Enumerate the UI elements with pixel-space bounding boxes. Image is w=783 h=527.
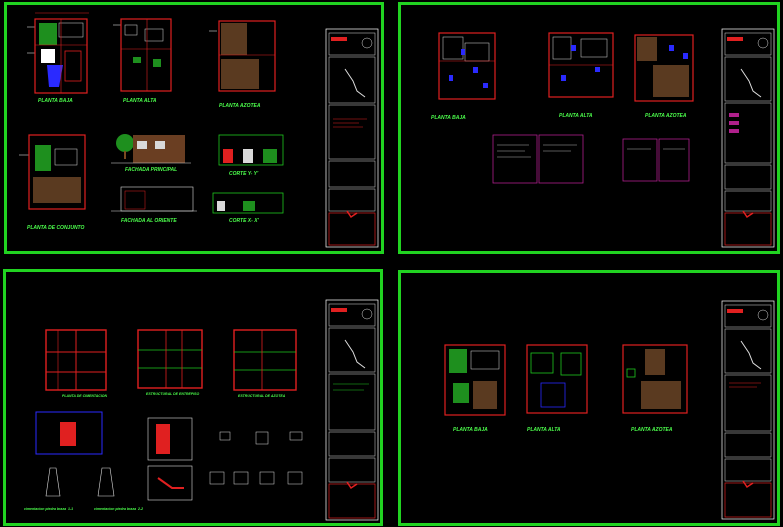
label-entrepiso: ESTRUCTURAL DE ENTREPISO xyxy=(146,392,199,396)
label-planta-alta: PLANTA ALTA xyxy=(559,113,593,119)
title-block xyxy=(325,299,379,521)
planta-baja-plan: PLANTA BAJA xyxy=(444,344,506,433)
sheet-3-drawing: PLANTA DE CIMENTACION ESTRUCTURAL DE ENT… xyxy=(24,299,379,521)
label-azotea: ESTRUCTURAL DE AZOTEA xyxy=(238,394,286,398)
drawing-sheet-structural[interactable]: PLANTA DE CIMENTACION ESTRUCTURAL DE ENT… xyxy=(3,269,383,526)
planta-alta-plan: PLANTA ALTA xyxy=(113,18,172,104)
sheet-2-drawing: PLANTA BAJA PLANTA ALTA PLANTA AZOTEA xyxy=(431,28,775,248)
fachada-oriente-elevation: FACHADA AL ORIENTE xyxy=(111,186,197,224)
title-block xyxy=(721,300,775,520)
planta-azotea-plan: PLANTA AZOTEA xyxy=(209,20,276,109)
drawing-sheet-architectural[interactable]: PLANTA BAJA PLANTA ALTA PLANTA AZOTEA PL… xyxy=(4,2,384,254)
fachada-principal-elevation: FACHADA PRINCIPAL xyxy=(111,134,191,173)
structural-details: cimentacion piedra braza 1-1 cimentacion… xyxy=(24,411,303,511)
planta-azotea-plan: PLANTA AZOTEA xyxy=(634,34,694,119)
planta-cimentacion-plan: PLANTA DE CIMENTACION xyxy=(45,329,108,398)
planta-alta-plan: PLANTA ALTA xyxy=(526,344,588,433)
planta-baja-plan: PLANTA BAJA xyxy=(27,12,89,104)
label-corte-y: CORTE Y- Y' xyxy=(229,171,259,177)
installation-notes xyxy=(492,134,690,184)
label-planta-azotea: PLANTA AZOTEA xyxy=(645,113,687,119)
title-block xyxy=(325,28,379,248)
drawing-sheet-installations[interactable]: PLANTA BAJA PLANTA ALTA PLANTA AZOTEA xyxy=(398,2,780,254)
label-detalle-1: cimentacion piedra braza xyxy=(24,507,66,511)
estructural-entrepiso-plan: ESTRUCTURAL DE ENTREPISO xyxy=(137,329,203,396)
label-fachada-principal: FACHADA PRINCIPAL xyxy=(125,167,177,173)
drawing-sheet-finishes[interactable]: PLANTA BAJA PLANTA ALTA PLANTA AZOTEA xyxy=(398,270,780,526)
label-detalle-2: cimentacion piedra braza xyxy=(94,507,136,511)
label-fachada-oriente: FACHADA AL ORIENTE xyxy=(121,218,177,224)
planta-azotea-plan: PLANTA AZOTEA xyxy=(622,344,688,433)
label-planta-conjunto: PLANTA DE CONJUNTO xyxy=(27,225,85,231)
label-cimentacion: PLANTA DE CIMENTACION xyxy=(62,394,108,398)
label-planta-baja: PLANTA BAJA xyxy=(431,115,466,121)
label-planta-baja: PLANTA BAJA xyxy=(38,98,73,104)
label-planta-alta: PLANTA ALTA xyxy=(123,98,157,104)
label-detalle-2-ref: 2-2 xyxy=(137,507,143,511)
label-corte-x: CORTE X- X' xyxy=(229,218,260,224)
planta-conjunto-plan: PLANTA DE CONJUNTO xyxy=(19,134,86,231)
label-planta-alta: PLANTA ALTA xyxy=(527,427,561,433)
planta-alta-plan: PLANTA ALTA xyxy=(548,32,614,119)
label-planta-baja: PLANTA BAJA xyxy=(453,427,488,433)
label-detalle-1-ref: 1-1 xyxy=(68,507,73,511)
corte-x-section: CORTE X- X' xyxy=(212,192,284,224)
label-planta-azotea: PLANTA AZOTEA xyxy=(219,103,261,109)
corte-y-section: CORTE Y- Y' xyxy=(218,134,284,177)
estructural-azotea-plan: ESTRUCTURAL DE AZOTEA xyxy=(233,329,297,398)
sheet-1-drawing: PLANTA BAJA PLANTA ALTA PLANTA AZOTEA PL… xyxy=(19,12,379,248)
sheet-4-drawing: PLANTA BAJA PLANTA ALTA PLANTA AZOTEA xyxy=(444,300,775,520)
title-block xyxy=(721,28,775,248)
planta-baja-plan: PLANTA BAJA xyxy=(431,32,496,121)
label-planta-azotea: PLANTA AZOTEA xyxy=(631,427,673,433)
